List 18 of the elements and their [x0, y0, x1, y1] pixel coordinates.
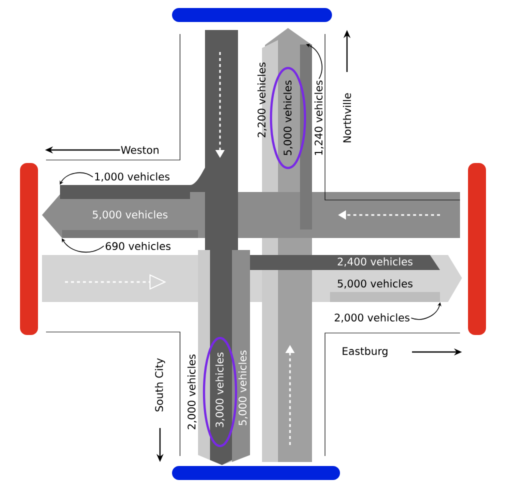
vehicle-count: 5,000 vehicles	[238, 350, 248, 426]
vehicle-count: 5,000 vehicles	[92, 210, 168, 220]
vehicle-count: 2,200 vehicles	[257, 62, 267, 138]
place-name: Eastburg	[342, 346, 388, 358]
barrier-bar	[172, 8, 332, 22]
place-name: South City	[154, 358, 166, 412]
vehicle-count: 1,000 vehicles	[95, 172, 170, 182]
leader-line	[306, 44, 322, 80]
vehicle-count: 1,240 vehicles	[314, 80, 324, 155]
flow-strip	[330, 292, 440, 302]
vehicle-count: 2,000 vehicles	[334, 313, 410, 323]
barrier-bar	[468, 163, 486, 335]
barrier-bar	[172, 466, 340, 480]
vehicle-count: 2,400 vehicles	[338, 257, 412, 267]
vehicle-count: 690 vehicles	[106, 242, 170, 250]
flow-strip	[300, 44, 312, 230]
vehicle-count: 3,000 vehicles	[215, 352, 225, 428]
barrier-bar	[20, 163, 38, 335]
